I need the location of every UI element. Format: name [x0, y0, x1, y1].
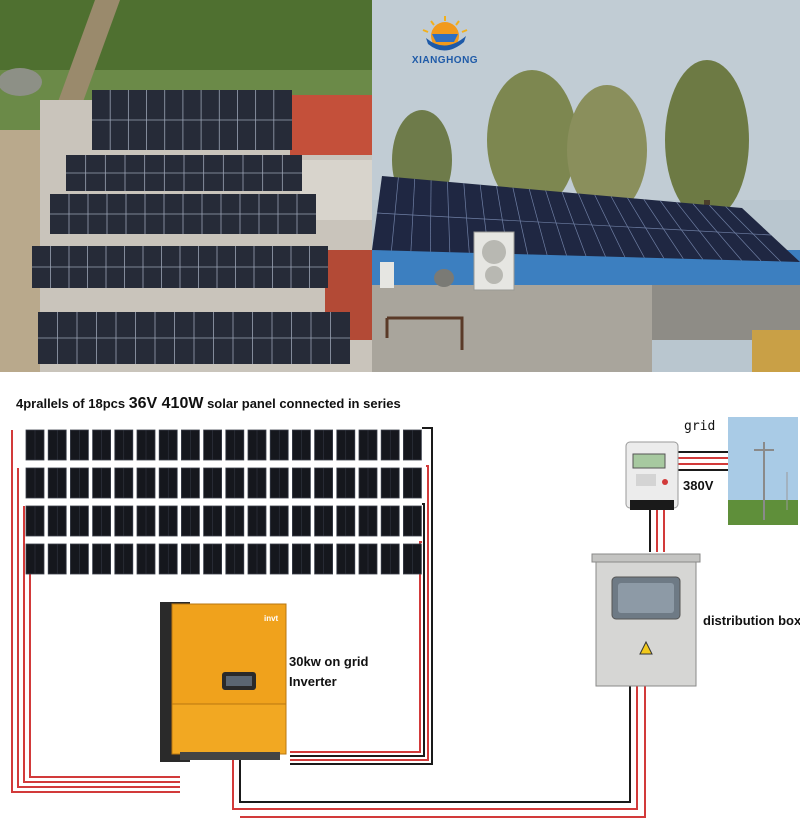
inverter-label-line2: Inverter	[289, 674, 337, 689]
aerial-solar-photo	[0, 0, 372, 372]
grid-photo	[728, 417, 798, 525]
grid-inverter: invt	[160, 602, 287, 762]
rooftop-photo-aerial	[0, 0, 372, 372]
distribution-box-label: distribution box	[703, 613, 800, 628]
aerial-panel-arrays	[32, 90, 350, 364]
solar-panel-field	[25, 429, 422, 575]
inverter-label-line1: 30kw on grid	[289, 654, 369, 669]
wiring-diagram: invt	[11, 417, 798, 818]
distribution-box	[591, 553, 701, 687]
inverter-label: 30kw on grid Inverter	[289, 652, 368, 692]
aerial-panel-row	[92, 90, 292, 150]
rooftop-photo-side: XIANGHONG	[372, 0, 800, 372]
title-prefix: 4prallels of 18pcs	[16, 396, 129, 411]
aerial-panel-row	[50, 194, 316, 234]
sun-logo-icon	[422, 16, 468, 51]
warning-icon	[639, 640, 653, 655]
aerial-panel-row	[32, 246, 328, 288]
diagram-title: 4prallels of 18pcs 36V 410W solar panel …	[16, 395, 401, 413]
brand-logo: XIANGHONG	[400, 14, 490, 66]
wiring-lines	[11, 427, 730, 818]
grid-label: grid	[684, 419, 716, 434]
electric-meter	[625, 441, 679, 510]
title-suffix: solar panel connected in series	[203, 396, 401, 411]
voltage-label: 380V	[683, 478, 714, 493]
inverter-brand: invt	[264, 614, 279, 623]
title-spec: 36V 410W	[128, 395, 204, 412]
aerial-panel-row	[38, 312, 350, 364]
brand-name: XIANGHONG	[411, 55, 479, 66]
aerial-panel-row	[66, 155, 302, 191]
